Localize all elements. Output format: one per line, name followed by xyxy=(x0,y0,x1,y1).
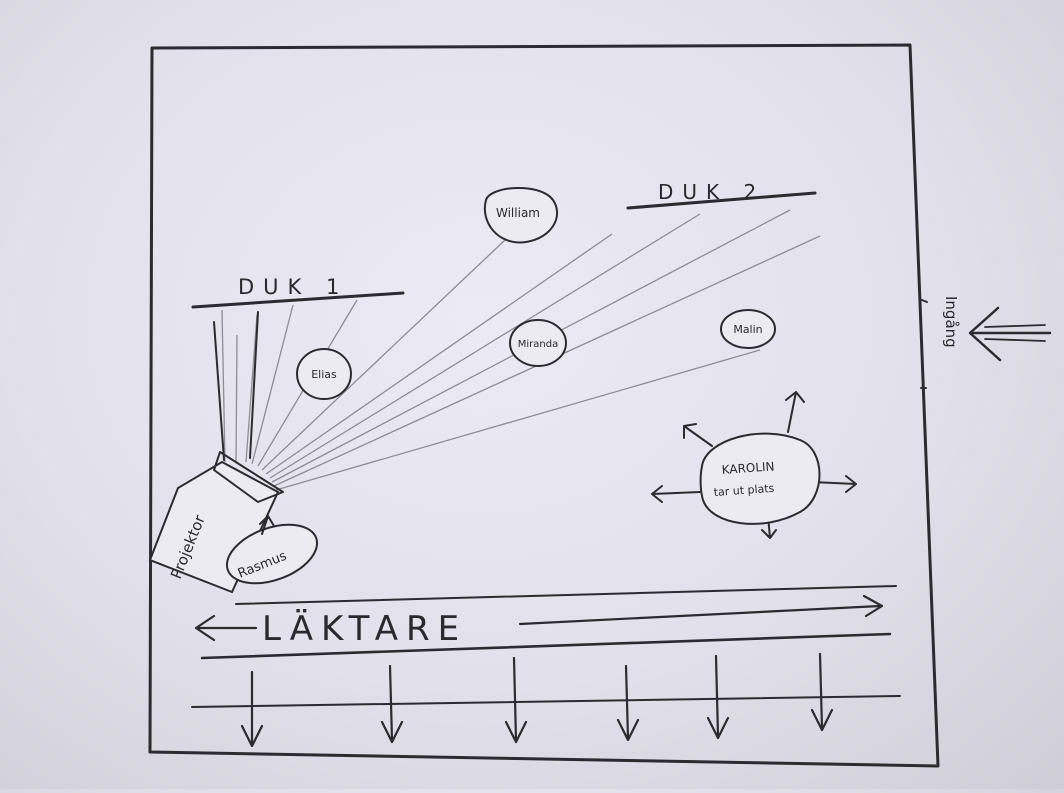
entrance-door-mark xyxy=(920,299,928,389)
screen2-line xyxy=(626,191,817,210)
exit-arrows xyxy=(240,652,834,748)
person-elias-label: Elias xyxy=(311,368,337,381)
karolin-spread-arrows xyxy=(651,391,857,539)
gallery-top-line xyxy=(235,585,897,605)
entrance-arrow xyxy=(968,306,1052,362)
gallery: LÄKTARE xyxy=(191,585,901,708)
person-elias: Elias xyxy=(296,348,352,400)
rasmus-arrow xyxy=(259,515,275,535)
person-karolin-label: KAROLIN xyxy=(721,459,775,477)
person-rasmus: Rasmus xyxy=(225,515,319,585)
person-william: William xyxy=(483,187,559,244)
screen2-label: DUK 2 xyxy=(658,180,765,204)
person-malin: Malin xyxy=(720,309,776,349)
person-miranda-label: Miranda xyxy=(518,339,558,350)
gallery-lower-line xyxy=(191,695,901,708)
person-malin-label: Malin xyxy=(733,323,762,336)
gallery-label: LÄKTARE xyxy=(262,609,467,649)
person-karolin: KAROLIN tar ut plats xyxy=(651,391,857,539)
gallery-right-arrow xyxy=(518,594,884,626)
screen1-line xyxy=(191,291,405,309)
person-miranda: Miranda xyxy=(509,319,567,367)
person-karolin-sublabel: tar ut plats xyxy=(713,482,775,499)
person-william-label: William xyxy=(496,206,540,220)
gallery-bottom-line xyxy=(200,632,892,660)
gallery-left-arrow xyxy=(194,614,258,642)
room-outline xyxy=(148,43,940,768)
entrance-label: Ingång xyxy=(942,296,960,348)
screen1-label: DUK 1 xyxy=(238,275,348,299)
